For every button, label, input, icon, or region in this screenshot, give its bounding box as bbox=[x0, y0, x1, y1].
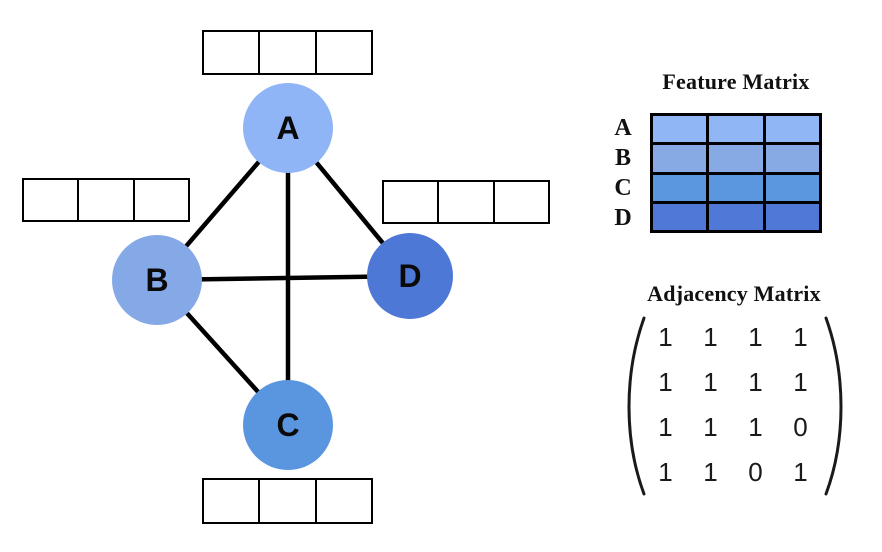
feature-matrix-title: Feature Matrix bbox=[662, 69, 810, 94]
feature-matrix-cell bbox=[709, 203, 763, 230]
feature-vector-node-c bbox=[202, 478, 373, 524]
right-paren bbox=[824, 316, 843, 496]
feature-matrix-cell bbox=[709, 145, 763, 172]
adjacency-cell: 1 bbox=[793, 322, 808, 352]
feature-vector-cell bbox=[260, 32, 317, 73]
feature-vector-cell bbox=[260, 480, 317, 522]
feature-vector-cell bbox=[317, 480, 371, 522]
adjacency-cell: 1 bbox=[703, 367, 718, 397]
feature-matrix-row-labels: A B C D bbox=[604, 113, 642, 233]
feature-vector-cell bbox=[204, 32, 261, 73]
adjacency-cell: 0 bbox=[748, 457, 763, 487]
adjacency-cell: 1 bbox=[703, 457, 718, 487]
node-b: B bbox=[112, 235, 202, 325]
node-graph: A B C D bbox=[112, 83, 453, 470]
feature-matrix-cell bbox=[765, 203, 819, 230]
node-c: C bbox=[243, 380, 333, 470]
adjacency-cell: 1 bbox=[703, 412, 718, 442]
feature-vector-node-a bbox=[202, 30, 373, 75]
feature-matrix-cell bbox=[709, 116, 763, 143]
adjacency-cell: 1 bbox=[658, 322, 673, 352]
node-a: A bbox=[243, 83, 333, 173]
node-b-label: B bbox=[145, 262, 168, 298]
feature-vector-node-b bbox=[22, 178, 190, 222]
adjacency-cell: 1 bbox=[793, 367, 808, 397]
matrix-parentheses bbox=[627, 316, 843, 496]
node-d-circle bbox=[367, 233, 453, 319]
adjacency-cell: 1 bbox=[748, 367, 763, 397]
feature-vector-node-d bbox=[382, 180, 550, 224]
feature-matrix-cell bbox=[765, 116, 819, 143]
feature-matrix-row-label-a: A bbox=[614, 114, 632, 141]
adjacency-matrix-grid: 1 1 1 1 1 1 1 1 1 1 1 0 1 1 0 1 bbox=[643, 315, 823, 495]
left-paren bbox=[627, 316, 646, 496]
feature-matrix-row-label-d: D bbox=[614, 204, 632, 231]
adjacency-cell: 1 bbox=[703, 322, 718, 352]
feature-matrix-row-label-c: C bbox=[614, 174, 632, 201]
feature-matrix-row-label-b: B bbox=[614, 144, 631, 171]
graph-nodes: A B C D bbox=[112, 83, 453, 470]
node-a-label: A bbox=[276, 110, 299, 146]
adjacency-cell: 0 bbox=[793, 412, 808, 442]
adjacency-cell: 1 bbox=[658, 412, 673, 442]
adjacency-cell: 1 bbox=[658, 457, 673, 487]
feature-vector-cell bbox=[24, 180, 80, 220]
feature-vector-cell bbox=[495, 182, 548, 222]
node-b-circle bbox=[112, 235, 202, 325]
node-d: D bbox=[367, 233, 453, 319]
feature-vector-cell bbox=[135, 180, 188, 220]
feature-matrix-cell bbox=[709, 174, 763, 201]
feature-matrix-grid bbox=[650, 113, 822, 233]
feature-vector-cell bbox=[439, 182, 495, 222]
node-c-circle bbox=[243, 380, 333, 470]
adjacency-cell: 1 bbox=[748, 322, 763, 352]
node-a-circle bbox=[243, 83, 333, 173]
feature-matrix-cell bbox=[653, 116, 707, 143]
adjacency-matrix-title: Adjacency Matrix bbox=[647, 281, 821, 306]
adjacency-cell: 1 bbox=[748, 412, 763, 442]
feature-matrix-cell bbox=[653, 174, 707, 201]
feature-vector-cell bbox=[317, 32, 371, 73]
feature-matrix-cell bbox=[653, 145, 707, 172]
feature-matrix-cell bbox=[653, 203, 707, 230]
feature-vector-cell bbox=[204, 480, 261, 522]
feature-vector-cell bbox=[79, 180, 135, 220]
feature-matrix-cell bbox=[765, 174, 819, 201]
node-d-label: D bbox=[398, 258, 421, 294]
feature-matrix-cell bbox=[765, 145, 819, 172]
adjacency-cell: 1 bbox=[793, 457, 808, 487]
adjacency-cell: 1 bbox=[658, 367, 673, 397]
node-c-label: C bbox=[276, 407, 299, 443]
feature-vector-cell bbox=[384, 182, 440, 222]
